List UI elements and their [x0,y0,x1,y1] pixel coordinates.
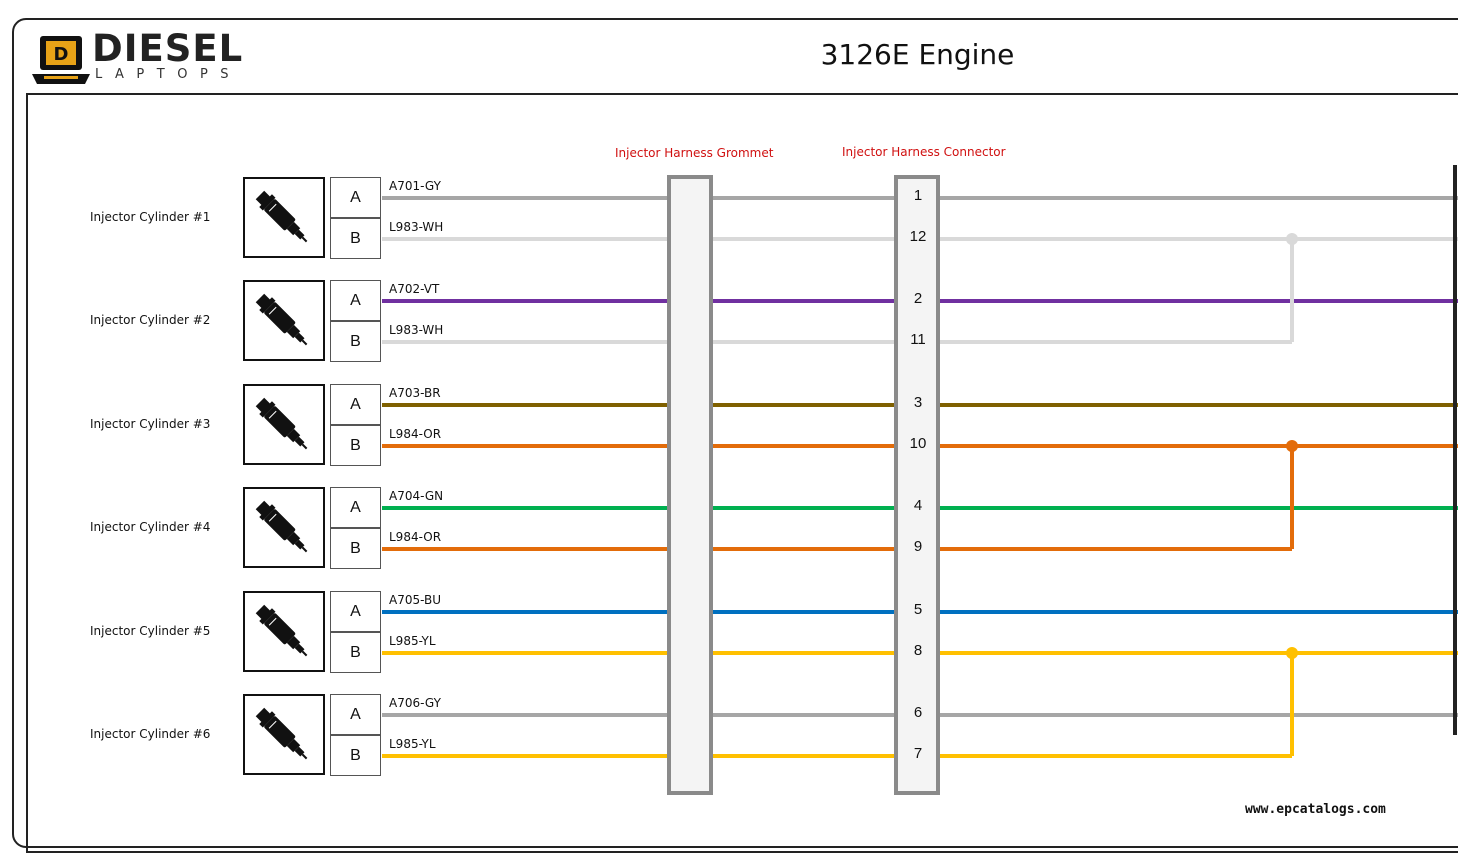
wire-label-l984-or: L984-OR [389,427,442,441]
logo-word: DIESEL [92,27,244,70]
wiring-diagram [382,165,1458,795]
wire-label-a706-gy: A706-GY [389,696,441,710]
page-title: 3126E Engine [820,38,1015,71]
injector-3-pin-a: A [330,384,381,425]
connector-pin-5: 5 [913,601,923,618]
fuel-injector-icon [255,500,308,553]
logo-subword: LAPTOPS [95,67,242,82]
fuel-injector-icon [255,190,308,243]
connector-pin-10: 10 [909,435,927,452]
fuel-injector-icon [255,293,308,346]
connector-pin-12: 12 [909,228,927,245]
connector-pin-8: 8 [913,642,923,659]
wire-label-a703-br: A703-BR [389,386,441,400]
injector-6-pin-b: B [330,735,381,776]
injector-5-pin-a: A [330,591,381,632]
wire-label-l985-yl: L985-YL [389,737,436,751]
injector-1-symbol [243,177,325,258]
wire-label-l983-wh: L983-WH [389,323,444,337]
connector-pin-6: 6 [913,704,923,721]
splice-dot-cyl1-2 [1286,233,1298,245]
injector-cylinder-1-label: Injector Cylinder #1 [90,210,211,224]
injector-4-symbol [243,487,325,568]
injector-2-pin-b: B [330,321,381,362]
injector-6-pin-a: A [330,694,381,735]
connector-layer [667,165,1457,795]
footer-url: www.epcatalogs.com [1245,802,1386,817]
injector-cylinder-6-label: Injector Cylinder #6 [90,727,211,741]
grommet-label: Injector Harness Grommet [615,146,774,160]
wire-label-a702-vt: A702-VT [389,282,440,296]
injector-cylinder-3-label: Injector Cylinder #3 [90,417,211,431]
connector-pin-1: 1 [913,187,923,204]
bus-layer [1286,233,1298,756]
fuel-injector-icon [255,397,308,450]
connector-pin-2: 2 [913,290,923,307]
fuel-injector-icon [255,707,308,760]
injector-4-pin-b: B [330,528,381,569]
wire-label-a701-gy: A701-GY [389,179,441,193]
injector-3-symbol [243,384,325,465]
injector-cylinder-5-label: Injector Cylinder #5 [90,624,211,638]
laptop-logo-icon: D [32,36,90,84]
connector-pin-11: 11 [910,331,926,348]
injector-1-pin-b: B [330,218,381,259]
injector-cylinder-4-label: Injector Cylinder #4 [90,520,211,534]
fuel-injector-icon [255,604,308,657]
connector-pin-3: 3 [913,394,923,411]
wire-label-l985-yl: L985-YL [389,634,436,648]
injector-3-pin-b: B [330,425,381,466]
injector-6-symbol [243,694,325,775]
injector-cylinder-2-label: Injector Cylinder #2 [90,313,211,327]
injector-2-pin-a: A [330,280,381,321]
injector-4-pin-a: A [330,487,381,528]
splice-dot-cyl3-4 [1286,440,1298,452]
connector-pin-4: 4 [913,497,923,514]
wire-label-l984-or: L984-OR [389,530,442,544]
diesel-laptops-logo: D [30,32,260,92]
injector-5-pin-b: B [330,632,381,673]
injector-5-symbol [243,591,325,672]
connector-pin-9: 9 [913,538,923,555]
wire-label-l983-wh: L983-WH [389,220,444,234]
wire-label-a704-gn: A704-GN [389,489,444,503]
connector-label: Injector Harness Connector [842,145,1006,159]
injector-harness-connector [894,175,940,795]
splice-dot-cyl5-6 [1286,647,1298,659]
svg-text:D: D [54,44,69,65]
wire-label-a705-bu: A705-BU [389,593,442,607]
injector-1-pin-a: A [330,177,381,218]
injector-harness-grommet [667,175,713,795]
injector-2-symbol [243,280,325,361]
connector-pin-7: 7 [913,745,923,762]
